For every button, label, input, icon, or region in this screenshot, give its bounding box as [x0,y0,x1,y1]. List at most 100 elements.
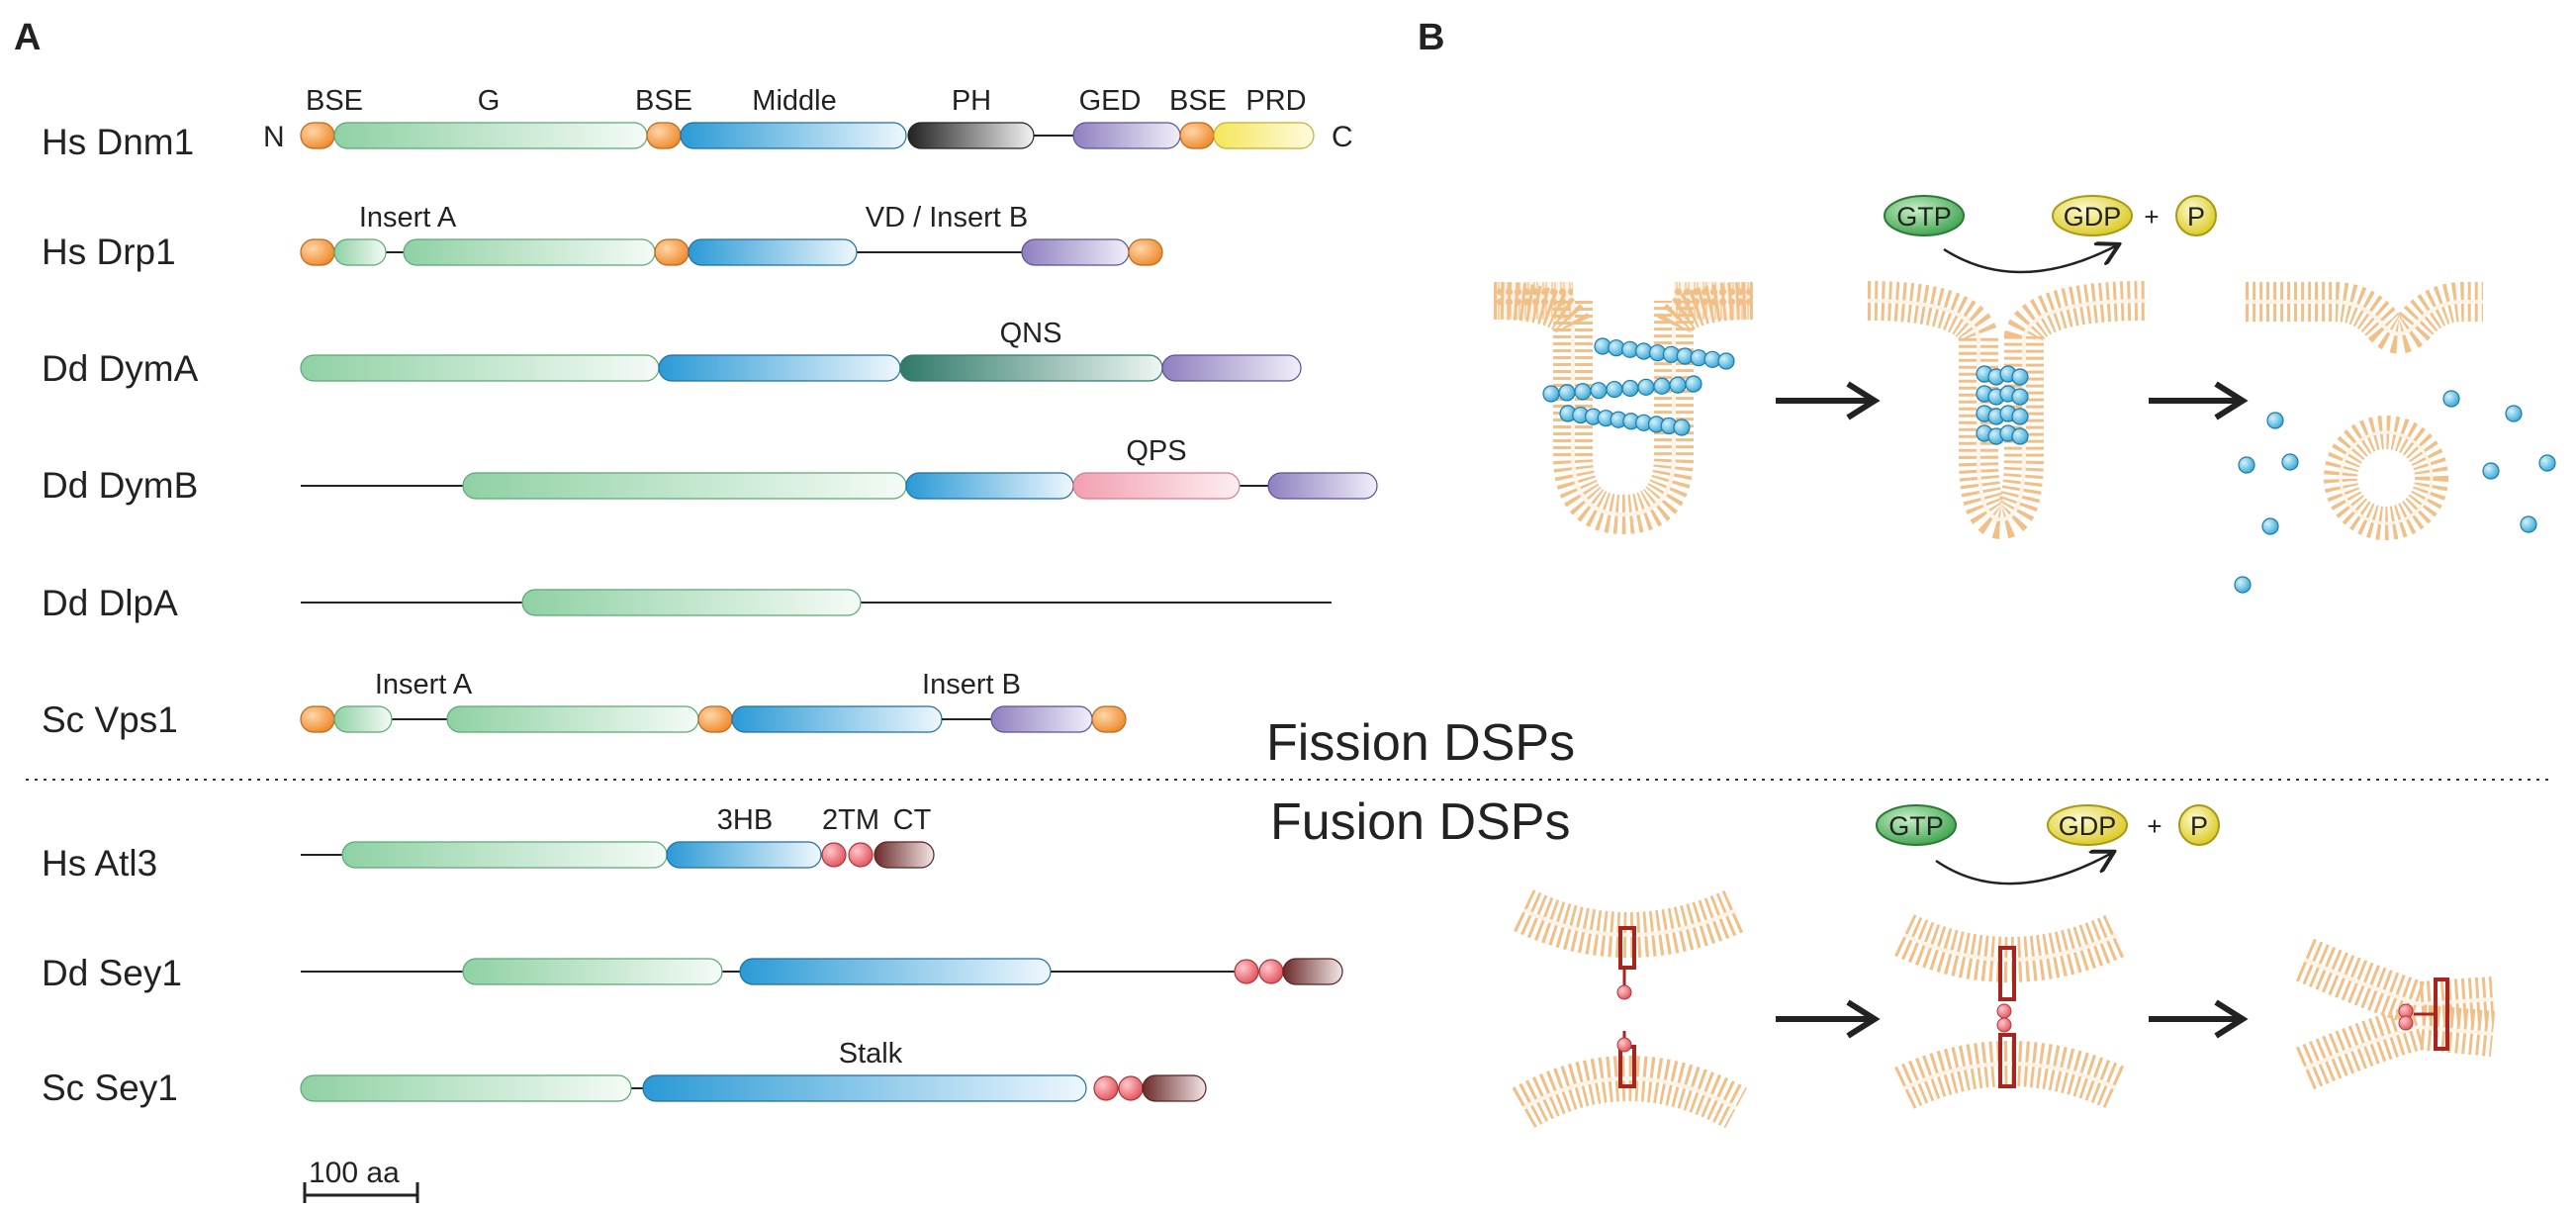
gtp-label: GTP [1896,202,1952,232]
dynamin-bead [1542,385,1560,403]
ph-domain [907,122,1035,149]
protein-name-vps1: Sc Vps1 [42,699,178,740]
tm-helix [821,842,847,868]
section-label-fusion: Fusion DSPs [1270,793,1570,851]
phosphate-badge [2175,195,2217,236]
dynamin-bead [2011,427,2029,445]
dynamin-bead [1669,376,1687,394]
dynamin-bead [1717,352,1735,370]
fission-stage-1 [1493,282,1754,535]
fusion-stage-1 [1512,888,1748,1129]
label-insert-b: Insert B [922,669,1021,700]
arrow-right [2214,999,2249,1039]
panel-label-a: A [14,17,41,58]
g-domain [333,122,648,149]
label-vd-insert-b: VD / Insert B [866,202,1028,233]
n-terminus-label: N [263,121,285,153]
released-dynamin [2234,390,2556,594]
label-bse: BSE [635,85,692,117]
fusion-stage-2 [1894,913,2127,1110]
label-middle: Middle [752,85,836,117]
dynamin-bead [1558,384,1576,402]
dynamin-spiral [1542,337,1735,436]
label-ct: CT [893,804,932,836]
middle-domain [680,122,907,149]
domain-map-dnm1: N C BSE G BSE Middle PH GED BSE PRD [263,85,1353,153]
label-insert-a: Insert A [375,669,473,700]
dynamin-bead [1590,382,1608,400]
domain-map-dyma: QNS [300,318,1302,382]
label-ged: GED [1079,85,1142,117]
dynamin-ring-constricted [1976,365,2029,445]
arrow-right [1846,999,1881,1039]
protein-name-dyma: Dd DymA [42,348,199,389]
prd-domain [1213,122,1315,149]
dynamin-bead [2011,368,2029,386]
phosphate-label: P [2190,811,2208,841]
domain-map-dymb: QPS [301,435,1378,500]
gdp-label: GDP [2059,811,2117,841]
arrow-right [1846,381,1881,420]
dynamin-bead [1621,379,1639,398]
dynamin-bead [1606,380,1623,399]
label-prd: PRD [1245,85,1306,117]
label-ph: PH [952,85,991,117]
bse-domain [646,122,682,149]
phosphate-label: P [2187,202,2205,232]
dynamin-bead [1653,377,1671,395]
dynamin-bead [2011,408,2029,425]
hydrolysis-arrow [1935,853,2112,885]
label-3hb: 3HB [717,804,773,836]
arrow-right [2214,381,2249,420]
tm-helix [848,842,874,868]
label-bse: BSE [1169,85,1227,117]
domain-map-vps1: Insert A Insert B [300,669,1127,733]
domain-map-atl3: 3HB 2TM CT [301,804,935,869]
label-2tm: 2TM [822,804,879,836]
gtp-badge [1884,195,1965,236]
fission-stage-3 [2246,281,2483,540]
protein-name-sey1-dd: Dd Sey1 [42,953,182,993]
protein-name-dymb: Dd DymB [42,465,198,506]
bse-domain [1179,122,1215,149]
protein-name-atl3: Hs Atl3 [42,843,157,884]
gdp-badge [2052,195,2133,236]
gdp-label: GDP [2064,202,2122,232]
domain-map-dlpa [301,589,1332,616]
c-terminus-label: C [1332,121,1353,153]
domain-map-sey1-dd [301,958,1343,985]
qns-domain [899,354,1163,382]
fission-stage-2 [1867,281,2148,540]
fusion-stage-3 [2295,938,2496,1090]
protein-name-drp1: Hs Drp1 [42,232,176,272]
scale-bar-label: 100 aa [309,1157,400,1189]
dynamin-bead [1673,419,1691,436]
gtp-label: GTP [1888,811,1944,841]
fusion-reaction: GTP GDP + P [1876,804,2220,885]
label-stalk: Stalk [839,1038,903,1070]
ct-domain [874,841,935,869]
label-qps: QPS [1126,435,1186,467]
dynamin-bead [1574,383,1592,401]
ged-domain [1072,122,1181,149]
dynamin-bead [2011,388,2029,406]
label-qns: QNS [1000,318,1062,349]
fission-reaction: GTP GDP + P [1884,195,2217,274]
hydrolysis-arrow [1943,245,2117,274]
bse-domain [300,122,335,149]
dynamin-bead [1637,378,1655,396]
protein-name-sey1-sc: Sc Sey1 [42,1068,178,1108]
protein-name-dlpa: Dd DlpA [42,583,178,623]
panel-label-b: B [1418,17,1444,58]
domain-map-drp1: Insert A VD / Insert B [300,202,1163,266]
plus-sign: + [2147,811,2162,841]
qps-domain [1072,472,1241,500]
label-insert-a: Insert A [359,202,457,233]
domain-map-sey1-sc: Stalk [300,1038,1207,1102]
dynamin-bead [1685,375,1702,393]
label-g: G [478,85,501,117]
plus-sign: + [2144,202,2159,232]
protein-name-dnm1: Hs Dnm1 [42,122,194,162]
label-bse: BSE [306,85,363,117]
